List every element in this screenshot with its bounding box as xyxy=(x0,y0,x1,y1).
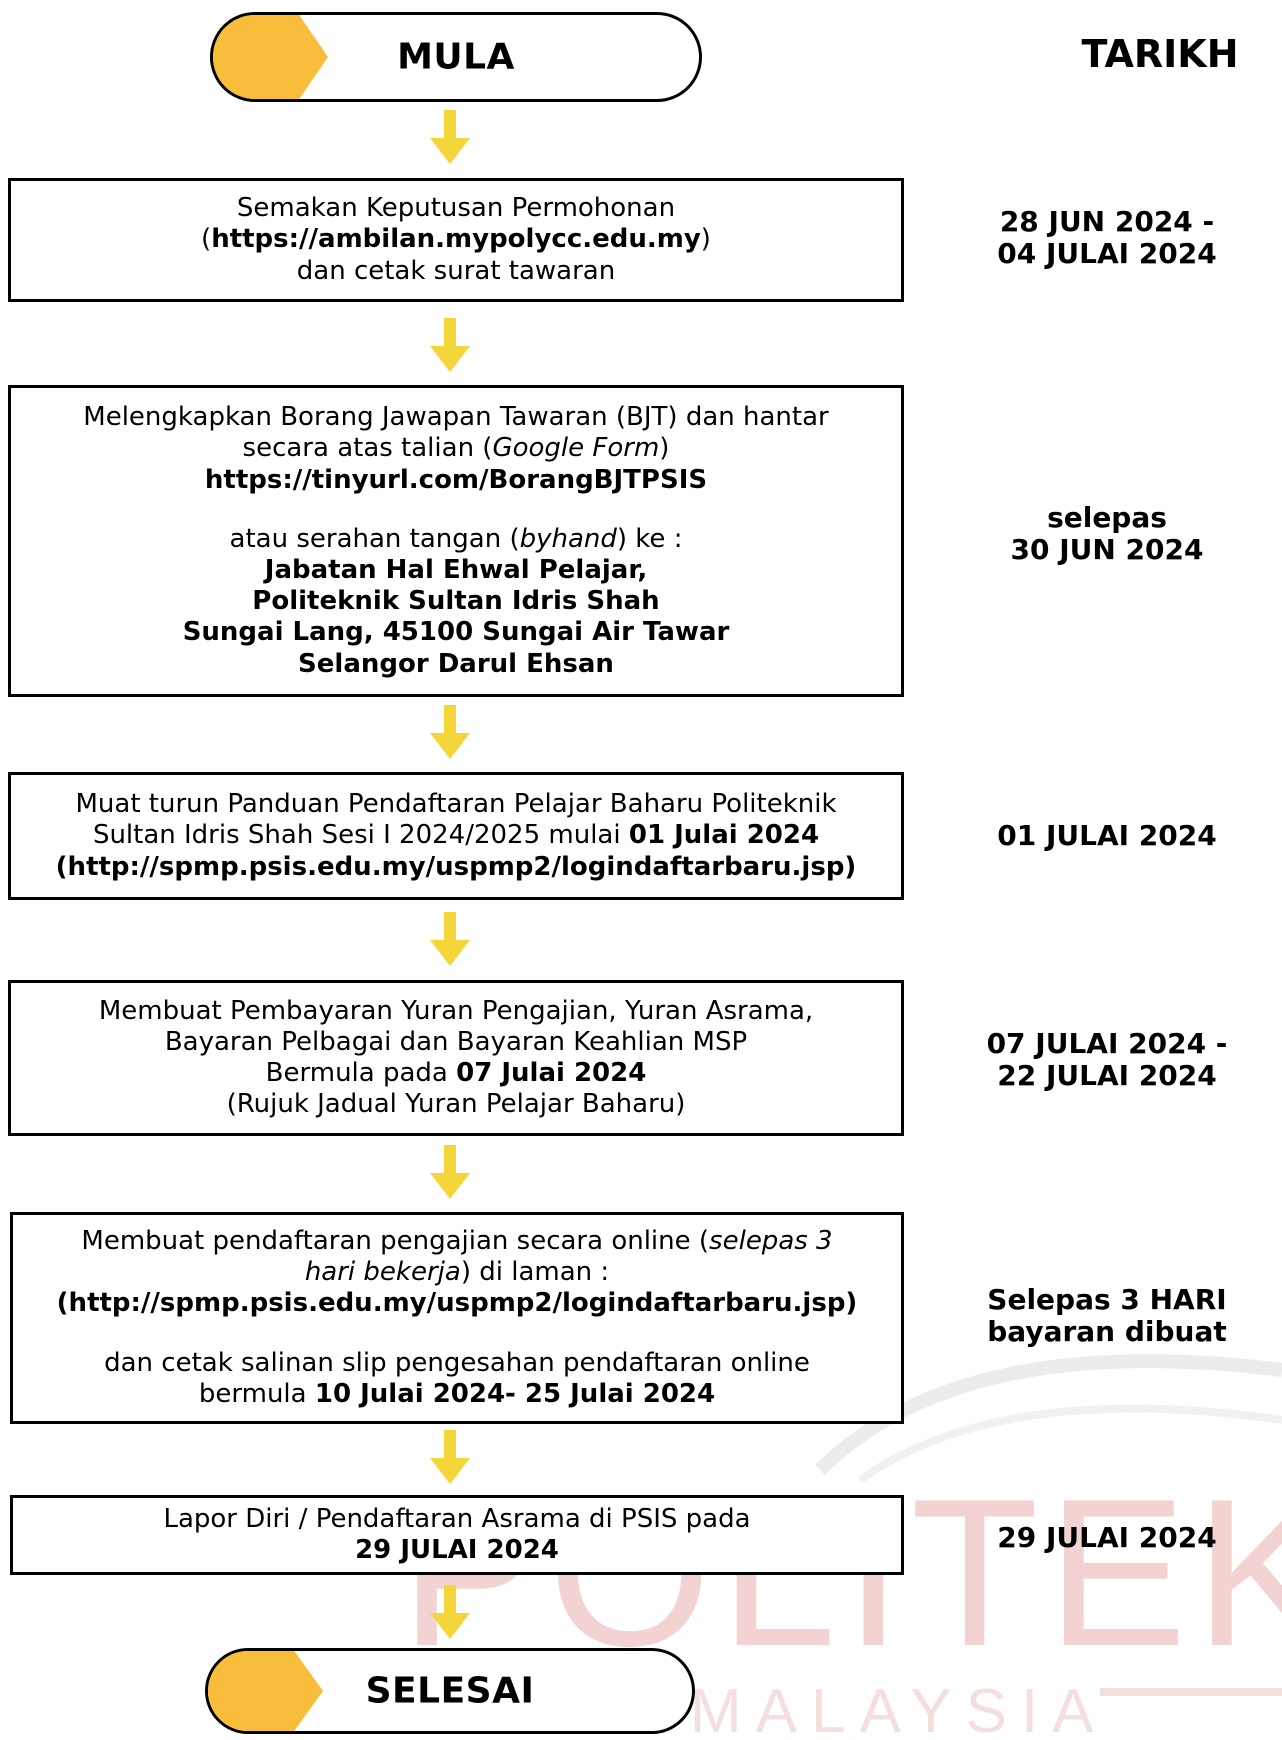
step-6-date-text: 29 JULAI 2024 xyxy=(355,1535,559,1565)
step-6-box: Lapor Diri / Pendaftaran Asrama di PSIS … xyxy=(10,1495,904,1575)
step-2-address-line: Selangor Darul Ehsan xyxy=(298,648,614,679)
down-arrow-icon xyxy=(430,705,470,759)
date-column-heading: TARIKH xyxy=(1081,32,1239,76)
step-2-line: secara atas talian (Google Form) xyxy=(242,433,670,464)
down-arrow-icon xyxy=(430,1585,470,1639)
step-4-line: Membuat Pembayaran Yuran Pengajian, Yura… xyxy=(98,995,814,1026)
end-accent-shape xyxy=(208,1651,323,1731)
step-2-line: Melengkapkan Borang Jawapan Tawaran (BJT… xyxy=(83,402,829,433)
end-terminal: SELESAI xyxy=(205,1648,695,1734)
step-3-url: (http://spmp.psis.edu.my/uspmp2/logindaf… xyxy=(55,851,857,882)
step-2-address-line: Politeknik Sultan Idris Shah xyxy=(252,586,660,617)
step-5-line: bermula 10 Julai 2024- 25 Julai 2024 xyxy=(198,1378,716,1409)
down-arrow-icon xyxy=(430,912,470,966)
end-label: SELESAI xyxy=(365,1670,535,1712)
step-5-box: Membuat pendaftaran pengajian secara onl… xyxy=(10,1212,904,1424)
down-arrow-icon xyxy=(430,318,470,372)
step-2-address-line: Jabatan Hal Ehwal Pelajar, xyxy=(264,555,648,585)
step-4-date: 07 JULAI 2024 -22 JULAI 2024 xyxy=(986,1027,1228,1093)
step-1-line: dan cetak surat tawaran xyxy=(296,255,616,286)
step-4-box: Membuat Pembayaran Yuran Pengajian, Yura… xyxy=(8,980,904,1136)
step-4-line: Bayaran Pelbagai dan Bayaran Keahlian MS… xyxy=(164,1026,748,1057)
step-5-url: (http://spmp.psis.edu.my/uspmp2/logindaf… xyxy=(56,1288,858,1319)
step-2-address-line: Sungai Lang, 45100 Sungai Air Tawar xyxy=(182,617,730,648)
step-1-date: 28 JUN 2024 -04 JULAI 2024 xyxy=(997,205,1217,271)
step-4-line: Bermula pada 07 Julai 2024 xyxy=(265,1058,647,1088)
step-5-line: dan cetak salinan slip pengesahan pendaf… xyxy=(104,1347,810,1378)
step-4-line: (Rujuk Jadual Yuran Pelajar Baharu) xyxy=(226,1089,686,1120)
step-1-url: https://ambilan.mypolycc.edu.my xyxy=(211,224,701,255)
svg-text:MALAYSIA: MALAYSIA xyxy=(690,1677,1108,1740)
start-label: MULA xyxy=(397,36,515,78)
step-1-box: Semakan Keputusan Permohonan (https://am… xyxy=(8,178,904,302)
step-3-line: Muat turun Panduan Pendaftaran Pelajar B… xyxy=(75,789,837,820)
step-1-line: Semakan Keputusan Permohonan xyxy=(236,193,676,224)
step-5-line: Membuat pendaftaran pengajian secara onl… xyxy=(81,1226,833,1257)
step-5-line: hari bekerja) di laman : xyxy=(304,1257,610,1288)
step-3-date: 01 JULAI 2024 xyxy=(997,819,1217,852)
down-arrow-icon xyxy=(430,1430,470,1484)
start-terminal: MULA xyxy=(210,12,702,102)
down-arrow-icon xyxy=(430,110,470,164)
step-6-date: 29 JULAI 2024 xyxy=(997,1521,1217,1554)
step-3-box: Muat turun Panduan Pendaftaran Pelajar B… xyxy=(8,772,904,900)
step-2-line: atau serahan tangan (byhand) ke : xyxy=(229,523,683,554)
step-2-url: https://tinyurl.com/BorangBJTPSIS xyxy=(204,464,708,495)
step-3-line: Sultan Idris Shah Sesi I 2024/2025 mulai… xyxy=(92,820,820,851)
step-6-line: Lapor Diri / Pendaftaran Asrama di PSIS … xyxy=(163,1503,751,1534)
down-arrow-icon xyxy=(430,1145,470,1199)
step-1-line: (https://ambilan.mypolycc.edu.my) xyxy=(201,224,711,255)
step-2-box: Melengkapkan Borang Jawapan Tawaran (BJT… xyxy=(8,385,904,697)
